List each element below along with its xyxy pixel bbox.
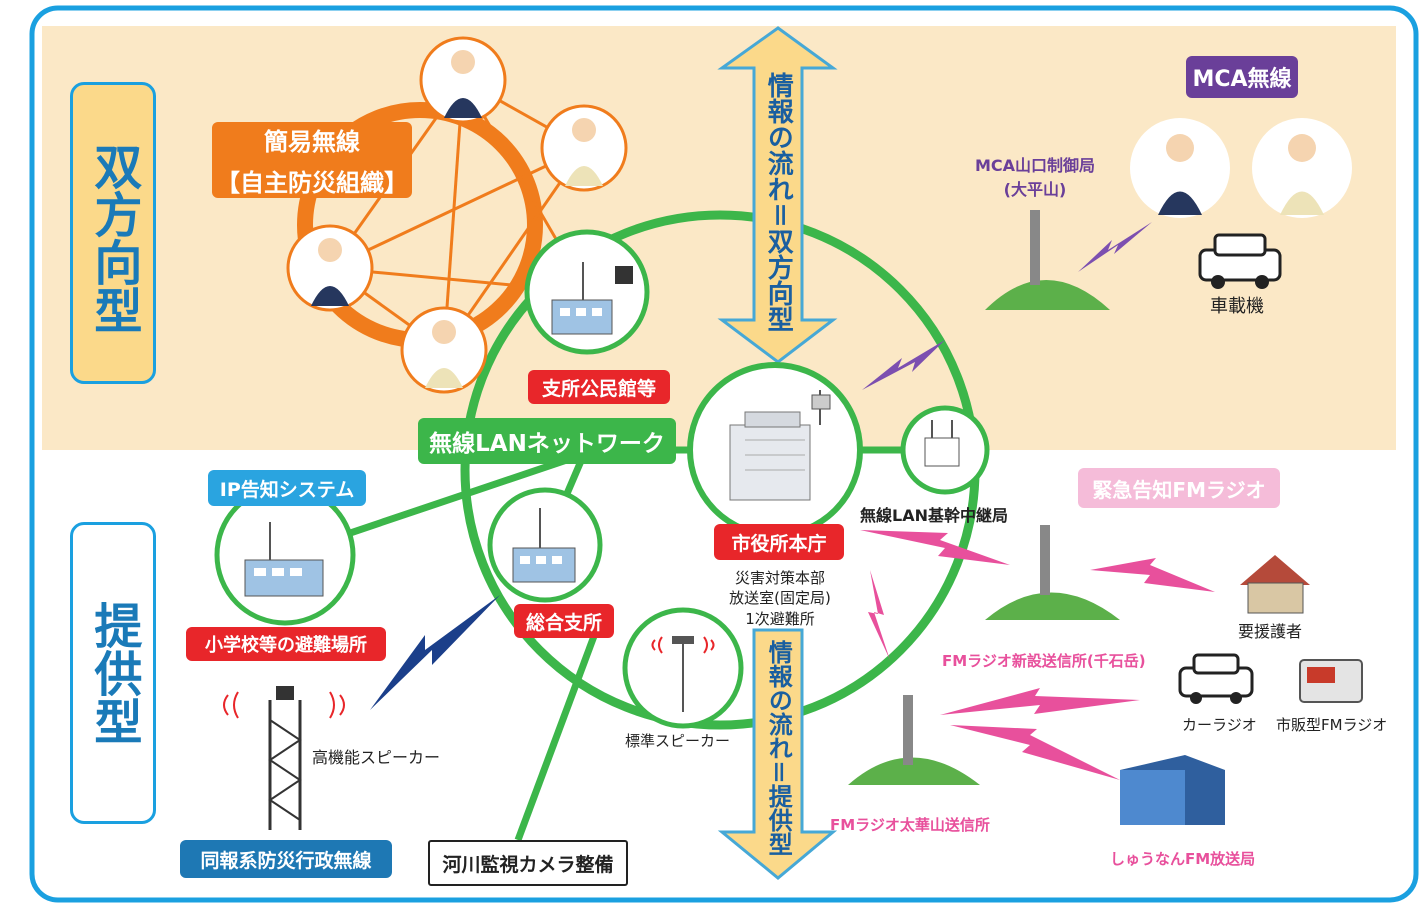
simple-radio-line1: 簡易無線 bbox=[264, 128, 360, 156]
fm-station-label: しゅうなんFM放送局 bbox=[1110, 850, 1256, 868]
school-label: 小学校等の避難場所 bbox=[186, 627, 386, 661]
vehicle-label: 車載機 bbox=[1210, 296, 1264, 317]
fm-radio-icon bbox=[1299, 659, 1363, 703]
general-branch-label: 総合支所 bbox=[514, 604, 614, 638]
retail-radio-label: 市販型FMラジオ bbox=[1276, 716, 1388, 734]
car-icon bbox=[1178, 233, 1282, 704]
arrow-bottom bbox=[717, 628, 838, 880]
radio-tower-icon bbox=[900, 405, 990, 495]
mca-station-line2: (大平山) bbox=[1003, 180, 1067, 199]
office-tower-icon bbox=[1120, 755, 1225, 825]
arrow-top-label: 情報の流れ＝双方向型 bbox=[763, 72, 794, 333]
outer-frame bbox=[29, 5, 1419, 903]
building-antenna-icon bbox=[214, 229, 650, 626]
mca-station-label: MCA山口制御局 (大平山) bbox=[965, 154, 1105, 202]
fm-new-station-label: FMラジオ新設送信所(千石岳) bbox=[942, 652, 1146, 670]
ip-system-label: IP告知システム bbox=[208, 470, 366, 506]
lightning-signal-icon bbox=[370, 222, 1215, 780]
std-speaker-label: 標準スピーカー bbox=[625, 732, 731, 750]
lan-relay-label: 無線LAN基幹中継局 bbox=[860, 506, 1008, 525]
care-needed-label: 要援護者 bbox=[1238, 622, 1303, 641]
city-hall-icon bbox=[687, 362, 863, 538]
wireless-lan-label: 無線LANネットワーク bbox=[418, 418, 676, 464]
section-bidirectional: 双方向型 bbox=[70, 82, 156, 384]
green-hill-icon bbox=[848, 210, 1120, 785]
person-phone-icon bbox=[286, 36, 1352, 394]
arrow-bottom-label: 情報の流れ＝提供型 bbox=[764, 640, 793, 856]
city-hall-sub1: 災害対策本部 bbox=[734, 569, 825, 587]
simple-radio-line2: 【自主防災組織】 bbox=[216, 169, 408, 197]
section-provision: 提供型 bbox=[70, 522, 156, 824]
arrow-top bbox=[717, 26, 838, 364]
river-camera-label: 河川監視カメラ整備 bbox=[428, 840, 628, 886]
city-hall-sub2: 放送室(固定局) bbox=[729, 589, 831, 608]
upper-section-bg bbox=[42, 26, 1396, 450]
branch-hall-label: 支所公民館等 bbox=[528, 370, 670, 404]
speaker-pole-icon bbox=[223, 607, 744, 830]
simple-radio-label: 簡易無線 【自主防災組織】 bbox=[212, 122, 412, 198]
emergency-fm-label: 緊急告知FMラジオ bbox=[1078, 468, 1280, 508]
house-icon bbox=[1240, 555, 1310, 614]
mca-radio-badge: MCA無線 bbox=[1186, 56, 1298, 98]
admin-radio-label: 同報系防災行政無線 bbox=[180, 840, 392, 878]
city-hall-label: 市役所本庁 bbox=[714, 524, 844, 560]
hp-speaker-label: 高機能スピーカー bbox=[312, 748, 441, 767]
fm-taika-label: FMラジオ太華山送信所 bbox=[830, 816, 990, 834]
car-radio-label: カーラジオ bbox=[1182, 716, 1257, 734]
city-hall-sub3: 1次避難所 bbox=[745, 609, 815, 628]
mca-station-line1: MCA山口制御局 bbox=[974, 156, 1096, 175]
city-hall-sub-labels: 災害対策本部 放送室(固定局) 1次避難所 bbox=[720, 568, 840, 629]
